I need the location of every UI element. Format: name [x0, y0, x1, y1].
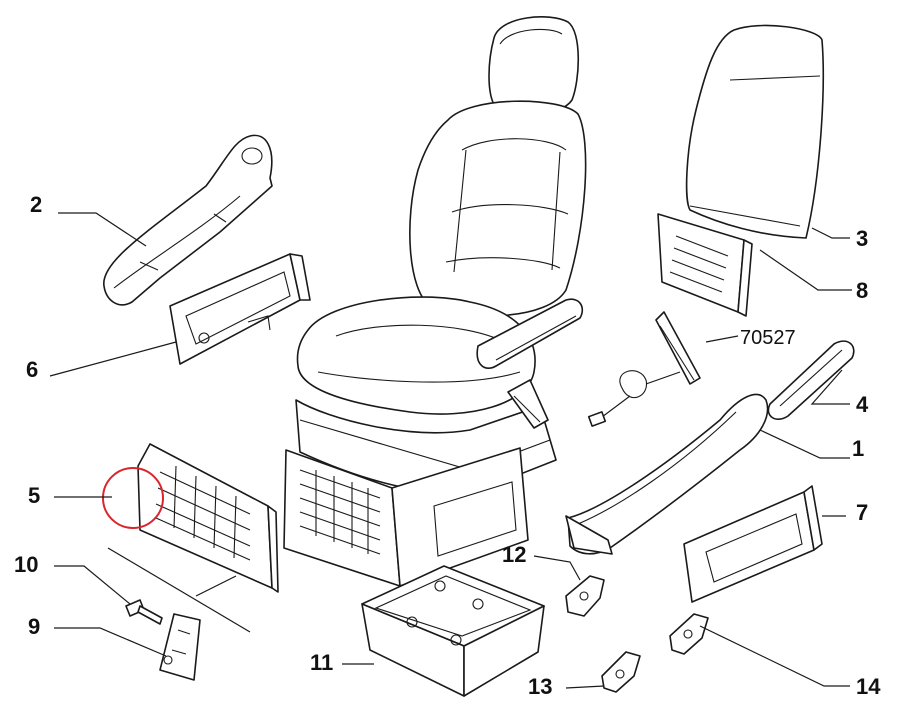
label-6: 6 — [26, 357, 38, 382]
part-13-bracket — [601, 651, 641, 693]
label-9: 9 — [28, 614, 40, 639]
part-5-front-grille — [107, 443, 279, 633]
label-3: 3 — [856, 226, 868, 251]
part-70527-cable — [587, 311, 701, 427]
part-labels: 1 2 3 4 5 6 7 8 9 10 11 12 13 14 70527 — [14, 192, 881, 699]
part-6-trim-panel — [169, 253, 311, 365]
part-3-backrest-cover — [685, 24, 825, 239]
label-4: 4 — [856, 392, 869, 417]
part-12-bracket — [565, 575, 605, 617]
label-10: 10 — [14, 552, 38, 577]
label-7: 7 — [856, 500, 868, 525]
label-12: 12 — [502, 542, 526, 567]
part-7-lower-panel — [683, 485, 823, 603]
part-9-bracket — [159, 613, 201, 681]
label-11: 11 — [310, 650, 333, 675]
part-8-rear-panel — [657, 213, 753, 317]
seat-assembly — [283, 16, 587, 587]
part-11-tray — [361, 565, 545, 697]
highlight-circle — [102, 467, 164, 529]
part-1-side-rail — [565, 393, 769, 555]
label-70527: 70527 — [740, 327, 796, 349]
part-14-bracket — [669, 613, 709, 655]
label-2: 2 — [30, 192, 42, 217]
part-2-side-trim — [103, 134, 273, 306]
part-10-bolt — [125, 599, 163, 625]
label-5: 5 — [28, 483, 40, 508]
label-8: 8 — [856, 278, 868, 303]
label-1: 1 — [852, 436, 864, 461]
part-4-handle — [767, 340, 855, 420]
leader-lines — [49, 212, 852, 689]
label-13: 13 — [528, 674, 552, 699]
label-14: 14 — [856, 674, 881, 699]
